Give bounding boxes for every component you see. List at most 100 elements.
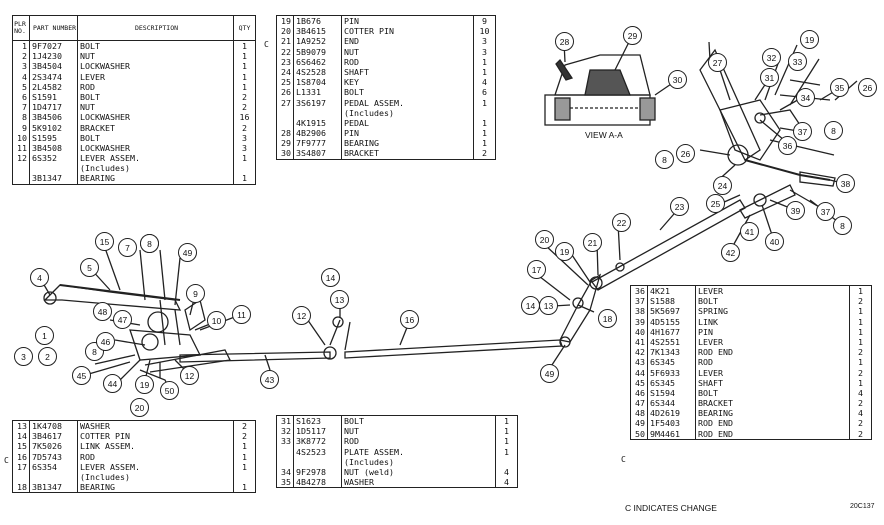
cell-qty: 1 bbox=[495, 446, 517, 457]
cell-desc: BOLT bbox=[80, 132, 100, 143]
change-marker: C bbox=[4, 456, 9, 465]
cell-no: 9 bbox=[13, 122, 30, 133]
cell-qty: 1 bbox=[473, 66, 495, 78]
cell-qty: 1 bbox=[233, 51, 255, 62]
cell-qty: 1 bbox=[233, 71, 255, 82]
callout-15: 15 bbox=[95, 232, 114, 251]
cell-part: 6S352 bbox=[30, 153, 78, 164]
callout-46: 46 bbox=[96, 332, 115, 351]
cell-no: 11 bbox=[13, 142, 30, 154]
cell-qty bbox=[233, 163, 255, 174]
cell-qty: 3 bbox=[473, 46, 495, 57]
cell-part bbox=[294, 107, 342, 118]
cell-part: 4D2619 bbox=[648, 408, 696, 419]
cell-part: 3B4508 bbox=[30, 142, 78, 154]
cell-no: 21 bbox=[277, 36, 294, 47]
cell-qty: 1 bbox=[233, 41, 255, 52]
callout-41: 41 bbox=[740, 222, 759, 241]
callout-50: 50 bbox=[160, 381, 179, 400]
cell-no: 16 bbox=[13, 451, 30, 462]
cell-qty: 1 bbox=[849, 316, 871, 327]
callout-33: 33 bbox=[788, 52, 807, 71]
cell-qty: 1 bbox=[473, 56, 495, 67]
callout-9: 9 bbox=[186, 284, 205, 303]
cell-desc: SPRING bbox=[698, 306, 728, 317]
cell-no: 26 bbox=[277, 87, 294, 98]
callout-42: 42 bbox=[721, 243, 740, 262]
callout-11: 11 bbox=[232, 305, 251, 324]
callout-49: 49 bbox=[178, 243, 197, 262]
callout-8: 8 bbox=[833, 216, 852, 235]
cell-part: 4S2551 bbox=[648, 336, 696, 348]
callout-12: 12 bbox=[180, 366, 199, 385]
cell-desc: COTTER PIN bbox=[80, 431, 130, 442]
cell-qty: 2 bbox=[849, 347, 871, 358]
cell-desc: PIN bbox=[698, 326, 713, 337]
cell-no: 31 bbox=[277, 416, 294, 427]
cell-desc: BOLT bbox=[80, 41, 100, 51]
callout-30: 30 bbox=[668, 70, 687, 89]
cell-no: 13 bbox=[13, 421, 30, 432]
cell-no: 32 bbox=[277, 426, 294, 437]
cell-desc: BOLT bbox=[80, 91, 100, 102]
cell-part: 1K4708 bbox=[30, 421, 78, 432]
callout-43: 43 bbox=[260, 370, 279, 389]
cell-part: 7K5026 bbox=[30, 441, 78, 452]
callout-36: 36 bbox=[778, 136, 797, 155]
cell-desc: LINK ASSEM. bbox=[80, 441, 135, 452]
cell-part: S1595 bbox=[30, 132, 78, 143]
cell-qty: 1 bbox=[495, 436, 517, 447]
callout-14: 14 bbox=[321, 268, 340, 287]
cell-qty: 4 bbox=[495, 466, 517, 478]
cell-desc: (Includes) bbox=[344, 107, 394, 118]
cell-qty: 1 bbox=[233, 451, 255, 462]
cell-qty: 2 bbox=[233, 431, 255, 442]
cell-no: 47 bbox=[631, 398, 648, 409]
cell-desc: NUT bbox=[344, 46, 359, 57]
cell-qty bbox=[233, 471, 255, 483]
callout-20: 20 bbox=[535, 230, 554, 249]
cell-part: 3B4617 bbox=[30, 431, 78, 442]
cell-part: 1B676 bbox=[294, 16, 342, 27]
cell-desc: ROD bbox=[344, 436, 359, 447]
cell-part: 6S354 bbox=[30, 461, 78, 472]
callout-21: 21 bbox=[583, 233, 602, 252]
cell-no: 29 bbox=[277, 138, 294, 149]
cell-part: 3B4506 bbox=[30, 112, 78, 123]
callout-2: 2 bbox=[38, 347, 57, 366]
cell-qty: 1 bbox=[473, 128, 495, 139]
cell-no: 34 bbox=[277, 466, 294, 478]
cell-qty: 1 bbox=[849, 326, 871, 337]
callout-12: 12 bbox=[292, 306, 311, 325]
cell-qty: 1 bbox=[233, 441, 255, 452]
cell-no: 46 bbox=[631, 387, 648, 399]
callout-26: 26 bbox=[858, 78, 877, 97]
cell-desc: END bbox=[344, 36, 359, 47]
cell-qty: 2 bbox=[849, 296, 871, 307]
cell-desc: PIN bbox=[344, 16, 359, 26]
header-no: PLR NO. bbox=[13, 16, 30, 40]
cell-part: 4K21 bbox=[648, 286, 696, 297]
cell-desc: BRACKET bbox=[344, 148, 379, 159]
cell-qty: 9 bbox=[473, 16, 495, 27]
callout-39: 39 bbox=[786, 201, 805, 220]
cell-desc: ROD bbox=[344, 56, 359, 67]
cell-qty: 1 bbox=[849, 357, 871, 368]
cell-no: 23 bbox=[277, 56, 294, 67]
